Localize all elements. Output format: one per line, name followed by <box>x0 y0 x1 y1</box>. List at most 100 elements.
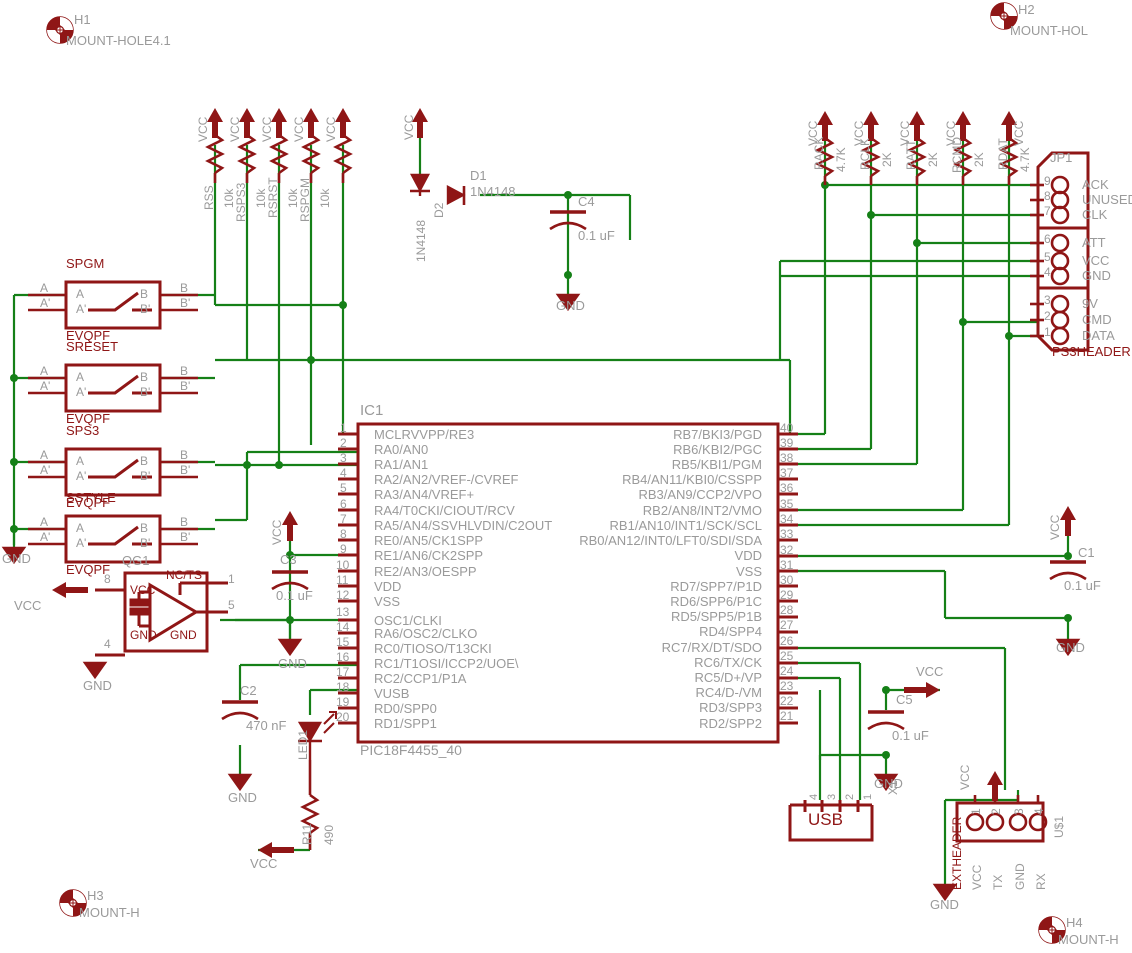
ic-right-pin-33: RB0/AN12/INT0/LFT0/SDI/SDA <box>579 533 762 548</box>
ic-left-pinnum-9: 9 <box>340 542 347 556</box>
mount-hole-h4-ref: H4 <box>1066 915 1083 930</box>
resistor-rss-ref: RSS <box>202 185 216 210</box>
mount-hole-h2-ref: H2 <box>1018 2 1035 17</box>
resistor-ratt-value: 2K <box>926 152 940 167</box>
ic-left-pin-16: RC1/T1OSI/ICCP2/UOE\ <box>374 656 519 671</box>
ic-left-pin-14: RA6/OSC2/CLKO <box>374 626 478 641</box>
ic-right-pinnum-35: 35 <box>780 497 794 511</box>
ic-left-pinnum-17: 17 <box>336 665 350 679</box>
ic-right-pinnum-36: 36 <box>780 481 794 495</box>
mount-hole-h3-ref: H3 <box>87 888 104 903</box>
ic-left-pinnum-12: 12 <box>336 588 350 602</box>
header-jp1-ref: JP1 <box>1050 150 1073 165</box>
oscillator-pinnum-8: 8 <box>104 572 111 586</box>
ic-right-pinnum-32: 32 <box>780 543 794 557</box>
ic-right-pin-37: RB4/AN11/KBI0/CSSPP <box>622 472 762 487</box>
ic-right-pin-38: RB5/KBI1/PGM <box>671 457 762 472</box>
switch-sps3-value: EVQPF <box>66 495 111 510</box>
resistor-rclk-ref: RCLK <box>858 137 872 170</box>
vcc-label-r5: VCC <box>324 116 338 142</box>
ic-right-pin-26: RC7/RX/DT/SDO <box>661 640 762 655</box>
switch-sstyle-ref: SSTYLE <box>66 490 116 505</box>
oscillator-pin-nc-ts: NC/TS <box>166 568 202 582</box>
ic-left-pinnum-3: 3 <box>340 451 347 465</box>
resistor-rspgm-ref: RSPGM <box>298 177 312 222</box>
mount-hole-h2-value: MOUNT-HOL <box>1010 23 1088 38</box>
ic-left-pin-5: RA3/AN4/VREF+ <box>374 487 475 502</box>
mount-hole-h4-value: MOUNT-H <box>1058 932 1119 947</box>
resistor-rcmd-value: 2K <box>972 152 986 167</box>
switch-spgm-pin-bp-out: B' <box>180 296 191 310</box>
switch-sps3-pin-b: B <box>140 454 149 468</box>
header-jp1-pinnum-3: 3 <box>1044 293 1051 307</box>
ic-left-pinnum-2: 2 <box>340 436 347 450</box>
mount-hole-icons <box>46 2 1066 944</box>
gnd-label-c5: GND <box>874 776 903 791</box>
switch-sstyle-pin-b-out: B <box>180 515 189 529</box>
ic-left-pinnum-11: 11 <box>336 573 349 587</box>
gnd-label-c1: GND <box>1056 640 1085 655</box>
ic-right-pinnum-28: 28 <box>780 603 794 617</box>
vcc-label-rsrst: VCC <box>260 116 274 142</box>
extheader-pinnum-3: 3 <box>1012 808 1026 815</box>
switch-sps3-pin-bp-out: B' <box>180 463 191 477</box>
ic-right-pinnum-34: 34 <box>780 512 794 526</box>
mount-hole-h1-value: MOUNT-HOLE4.1 <box>66 33 171 48</box>
gnd-label-c4: GND <box>556 298 585 313</box>
ic-left-pin-4: RA2/AN2/VREF-/CVREF <box>374 472 519 487</box>
resistor-rcmd-ref: RCMD <box>950 137 964 173</box>
extheader-value: EXTHEADER <box>950 816 964 890</box>
vcc-label-usb: VCC <box>916 664 944 679</box>
diode-d2-ref: D2 <box>432 202 446 218</box>
switch-sreset-pin-b-out: B <box>180 364 189 378</box>
vcc-label-led: VCC <box>250 856 278 871</box>
oscillator-pinnum-4: 4 <box>104 637 111 651</box>
switch-sps3-pin-bp: B' <box>140 469 151 483</box>
ic-left-pinnum-13: 13 <box>336 605 350 619</box>
resistor-rdat-ref: RDAT <box>996 138 1010 170</box>
header-jp1-label-vcc: VCC <box>1082 253 1110 268</box>
usb-pinnum-4: 4 <box>808 793 820 800</box>
ic-left-pin-13: OSC1/CLKI <box>374 613 442 628</box>
switch-sps3-ref: SPS3 <box>66 423 100 438</box>
extheader-label-rx: RX <box>1034 873 1048 890</box>
vcc-label-qg1: VCC <box>14 598 42 613</box>
oscillator-pin-out: GND <box>170 628 197 642</box>
ic-value: PIC18F4455_40 <box>360 742 462 758</box>
switch-sstyle-value: EVQPF <box>66 562 111 577</box>
ic-right-pin-25: RC6/TX/CK <box>694 655 762 670</box>
ic-right-pinnum-38: 38 <box>780 451 794 465</box>
header-jp1-value: PS3HEADER <box>1052 344 1131 359</box>
switch-sstyle-pin-a: A <box>76 521 85 535</box>
ic-right-pin-22: RD3/SPP3 <box>699 700 762 715</box>
ic-left-pinnum-4: 4 <box>340 466 347 480</box>
switch-sstyle-pin-bp: B' <box>140 536 151 550</box>
switch-sreset-value: EVQPF <box>66 411 111 426</box>
capacitor-c5-ref: C5 <box>896 692 913 707</box>
oscillator-pin-vcc: VCC <box>130 583 156 597</box>
ic-right-pinnum-23: 23 <box>780 679 794 693</box>
vcc-label-c1: VCC <box>1048 514 1062 540</box>
switch-spgm-pin-b-out: B <box>180 281 189 295</box>
diode-d2-value: 1N4148 <box>414 219 428 262</box>
resistor-rack-ref: RACK <box>812 136 826 170</box>
switch-spgm-pin-b: B <box>140 287 149 301</box>
header-jp1-pinnum-2: 2 <box>1044 309 1051 323</box>
switch-sps3-pin-a-out: A <box>40 448 49 462</box>
switch-sstyle-pin-bp-out: B' <box>180 530 191 544</box>
switch-spgm-pin-a-out: A <box>40 281 49 295</box>
ic-right-pinnum-27: 27 <box>780 618 794 632</box>
header-jp1-label-clk: CLK <box>1082 207 1108 222</box>
oscillator-pinnum-1: 1 <box>228 572 235 586</box>
switch-sstyle-pin-ap-out: A' <box>40 530 51 544</box>
led-resistor-value: 490 <box>322 824 336 845</box>
usb-pinnum-2: 2 <box>844 793 856 800</box>
ic-right-pinnum-22: 22 <box>780 694 794 708</box>
ic-right-pin-34: RB1/AN10/INT1/SCK/SCL <box>609 518 762 533</box>
switch-sreset-pin-b: B <box>140 370 149 384</box>
ic-left-pin-12: VSS <box>374 594 401 609</box>
header-jp1-pinnum-9: 9 <box>1044 174 1051 188</box>
gnd-label-c3: GND <box>278 656 307 671</box>
